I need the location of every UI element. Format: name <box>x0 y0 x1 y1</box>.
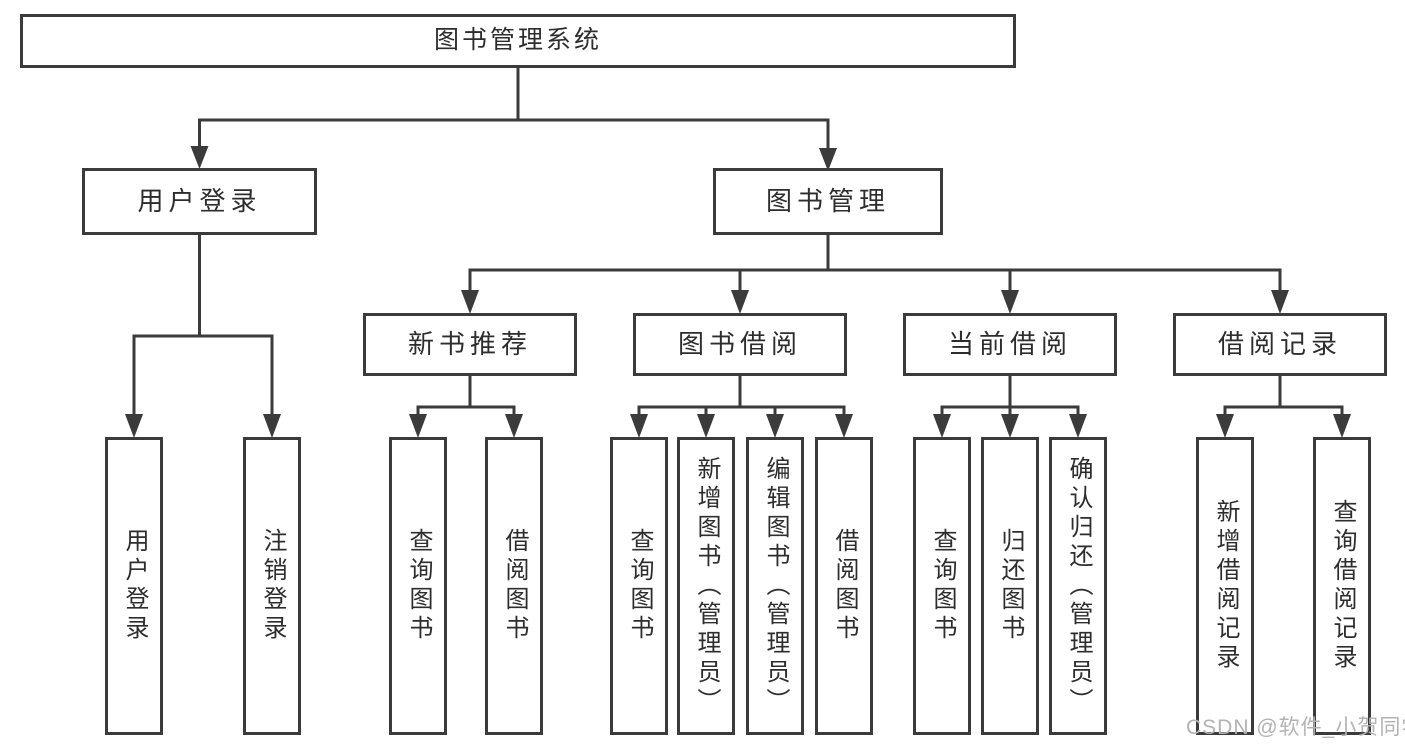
node-user-login: 用户登录 <box>82 168 317 235</box>
node-book-management: 图书管理 <box>713 168 943 235</box>
leaf-bb-edit-books-admin-label: 编辑图书（管理员） <box>762 455 789 717</box>
node-new-book-recommend: 新书推荐 <box>363 313 577 376</box>
leaf-nbr-query-books: 查询图书 <box>389 437 447 735</box>
node-book-borrowing: 图书借阅 <box>633 313 847 376</box>
leaf-bb-add-books-admin-label: 新增图书（管理员） <box>693 455 720 717</box>
node-borrowing-records-label: 借阅记录 <box>1217 329 1342 360</box>
leaf-bb-edit-books-admin: 编辑图书（管理员） <box>746 437 804 735</box>
leaf-cb-query-books: 查询图书 <box>913 437 971 735</box>
leaf-bb-borrow-books: 借阅图书 <box>815 437 873 735</box>
leaf-bb-borrow-books-label: 借阅图书 <box>831 528 858 644</box>
leaf-br-add-record-label: 新增借阅记录 <box>1212 499 1239 673</box>
leaf-cb-confirm-return-admin-label: 确认归还（管理员） <box>1065 455 1092 717</box>
node-new-book-recommend-label: 新书推荐 <box>407 329 532 360</box>
leaf-nbr-query-books-label: 查询图书 <box>405 528 432 644</box>
leaf-cb-confirm-return-admin: 确认归还（管理员） <box>1049 437 1107 735</box>
leaf-cb-return-books: 归还图书 <box>981 437 1039 735</box>
leaf-bb-query-books-label: 查询图书 <box>626 528 653 644</box>
node-root: 图书管理系统 <box>20 14 1016 68</box>
arrowhead-group <box>125 146 1351 438</box>
leaf-cb-query-books-label: 查询图书 <box>929 528 956 644</box>
leaf-user-login: 用户登录 <box>105 437 163 735</box>
leaf-br-query-record: 查询借阅记录 <box>1313 437 1371 735</box>
node-book-management-label: 图书管理 <box>765 186 890 217</box>
watermark: CSDN @软件_小贺同学 <box>1186 716 1405 739</box>
leaf-cb-return-books-label: 归还图书 <box>997 528 1024 644</box>
leaf-br-add-record: 新增借阅记录 <box>1196 437 1254 735</box>
leaf-nbr-borrow-books: 借阅图书 <box>485 437 543 735</box>
leaf-logout-login: 注销登录 <box>243 437 301 735</box>
leaf-br-query-record-label: 查询借阅记录 <box>1329 499 1356 673</box>
node-book-borrowing-label: 图书借阅 <box>677 329 802 360</box>
node-borrowing-records: 借阅记录 <box>1173 313 1387 376</box>
leaf-nbr-borrow-books-label: 借阅图书 <box>501 528 528 644</box>
leaf-bb-query-books: 查询图书 <box>610 437 668 735</box>
node-user-login-label: 用户登录 <box>137 186 262 217</box>
leaf-user-login-label: 用户登录 <box>121 528 148 644</box>
leaf-bb-add-books-admin: 新增图书（管理员） <box>677 437 735 735</box>
node-current-borrowing: 当前借阅 <box>903 313 1117 376</box>
node-current-borrowing-label: 当前借阅 <box>947 329 1072 360</box>
leaf-logout-login-label: 注销登录 <box>259 528 286 644</box>
node-root-label: 图书管理系统 <box>433 26 602 55</box>
